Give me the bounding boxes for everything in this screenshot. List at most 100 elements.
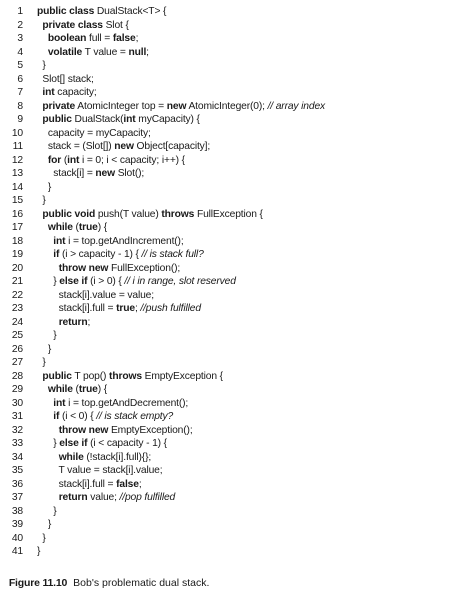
code-token: Object[capacity]; (133, 141, 211, 152)
line-number: 10 (11, 127, 23, 139)
code-text: for (int i = 0; i < capacity; i++) { (23, 154, 471, 168)
code-line: 39 } (0, 518, 471, 532)
keyword: private (42, 100, 76, 112)
line-number: 19 (11, 249, 23, 260)
keyword: while (58, 451, 84, 463)
code-token: } (37, 60, 46, 71)
code-text: boolean full = false; (23, 32, 471, 46)
keyword: public (42, 370, 72, 382)
code-text: } (23, 343, 471, 357)
line-number: 28 (11, 370, 23, 382)
code-token: push(T value) (95, 208, 162, 220)
code-text: stack[i].full = true; //push fulfilled (23, 302, 471, 316)
code-token (37, 492, 59, 503)
keyword: boolean (47, 33, 87, 44)
code-text: stack[i].full = false; (23, 478, 471, 492)
code-token: myCapacity) { (135, 114, 200, 125)
keyword: return (58, 492, 88, 503)
code-line: 17 while (true) { (0, 221, 471, 235)
code-token: } (37, 181, 52, 193)
code-line: 30 int i = top.getAndDecrement(); (0, 397, 471, 411)
code-line: 7 int capacity; (0, 86, 471, 100)
code-line: 34 while (!stack[i].full){}; (0, 451, 471, 465)
code-token: (!stack[i].full){}; (83, 451, 152, 463)
keyword: if (53, 411, 60, 422)
code-text: int capacity; (23, 86, 471, 100)
code-line: 27 } (0, 356, 471, 370)
keyword: int (67, 154, 80, 166)
code-comment: // is stack full? (141, 249, 204, 260)
code-token: value; (87, 492, 120, 503)
code-token: ) { (97, 384, 107, 395)
line-number: 40 (11, 532, 23, 544)
line-number: 8 (17, 100, 23, 112)
keyword: public void (42, 208, 96, 220)
code-text: while (true) { (23, 221, 471, 235)
keyword: true (78, 222, 98, 233)
keyword: throw new (58, 262, 109, 274)
code-text: } else if (i < capacity - 1) { (23, 437, 471, 451)
code-token: } (37, 438, 60, 449)
code-token: ( (72, 384, 79, 395)
code-text: throw new EmptyException(); (23, 424, 471, 438)
keyword: new (166, 100, 187, 112)
code-token: (i > 0) { (87, 276, 125, 287)
keyword: public (42, 114, 72, 125)
code-line: 16 public void push(T value) throws Full… (0, 208, 471, 222)
code-text: } (23, 518, 471, 532)
line-number: 18 (11, 235, 23, 247)
code-line: 4 volatile T value = null; (0, 46, 471, 60)
keyword: throws (109, 370, 142, 382)
code-token: stack[i].full = (37, 303, 117, 314)
code-token (37, 384, 48, 395)
code-token: capacity; (54, 87, 97, 98)
code-token: } (37, 546, 41, 557)
code-token (37, 398, 53, 409)
code-token: ( (72, 222, 79, 233)
code-line: 6 Slot[] stack; (0, 73, 471, 87)
line-number: 31 (11, 411, 23, 422)
code-token: } (37, 357, 46, 368)
code-token: } (37, 276, 60, 287)
keyword: false (112, 33, 136, 44)
line-number: 24 (11, 316, 23, 328)
keyword: int (53, 235, 66, 247)
line-number: 25 (11, 330, 23, 341)
code-line: 11 stack = (Slot[]) new Object[capacity]… (0, 140, 471, 154)
code-token: DualStack( (71, 114, 124, 125)
code-token: EmptyException(); (108, 424, 193, 436)
code-text: stack[i].value = value; (23, 289, 471, 303)
code-text: while (true) { (23, 383, 471, 397)
code-token: T value = (82, 46, 129, 58)
figure-label: Figure 11.10 (8, 577, 68, 589)
keyword: for (47, 154, 62, 166)
code-token: (i < capacity - 1) { (87, 438, 167, 449)
line-number: 15 (11, 195, 23, 206)
code-token (37, 47, 48, 58)
keyword: while (47, 384, 73, 395)
code-token (37, 452, 59, 463)
code-text: if (i < 0) { // is stack empty? (23, 410, 471, 424)
code-line: 13 stack[i] = new Slot(); (0, 167, 471, 181)
code-token: i = 0; i < capacity; i++) { (79, 154, 185, 166)
code-token: stack[i].full = (37, 478, 117, 490)
keyword: true (78, 384, 98, 395)
line-number: 26 (11, 343, 23, 355)
code-token: capacity = myCapacity; (37, 127, 151, 139)
code-token: i = top.getAndDecrement(); (65, 397, 189, 409)
code-comment: //pop fulfilled (119, 492, 176, 503)
code-token: FullException { (194, 208, 263, 220)
code-text: } (23, 545, 471, 559)
code-line: 33 } else if (i < capacity - 1) { (0, 437, 471, 451)
code-token: T value = stack[i].value; (37, 465, 163, 476)
keyword: public class (37, 6, 95, 17)
code-token: stack = (Slot[]) (37, 141, 115, 152)
line-number: 12 (11, 154, 23, 166)
code-token: } (37, 343, 52, 355)
line-number: 35 (11, 465, 23, 476)
code-text: public T pop() throws EmptyException { (23, 370, 471, 384)
line-number: 36 (11, 478, 23, 490)
line-number: 29 (11, 384, 23, 395)
line-number: 11 (12, 141, 24, 152)
keyword: throw new (58, 424, 109, 436)
